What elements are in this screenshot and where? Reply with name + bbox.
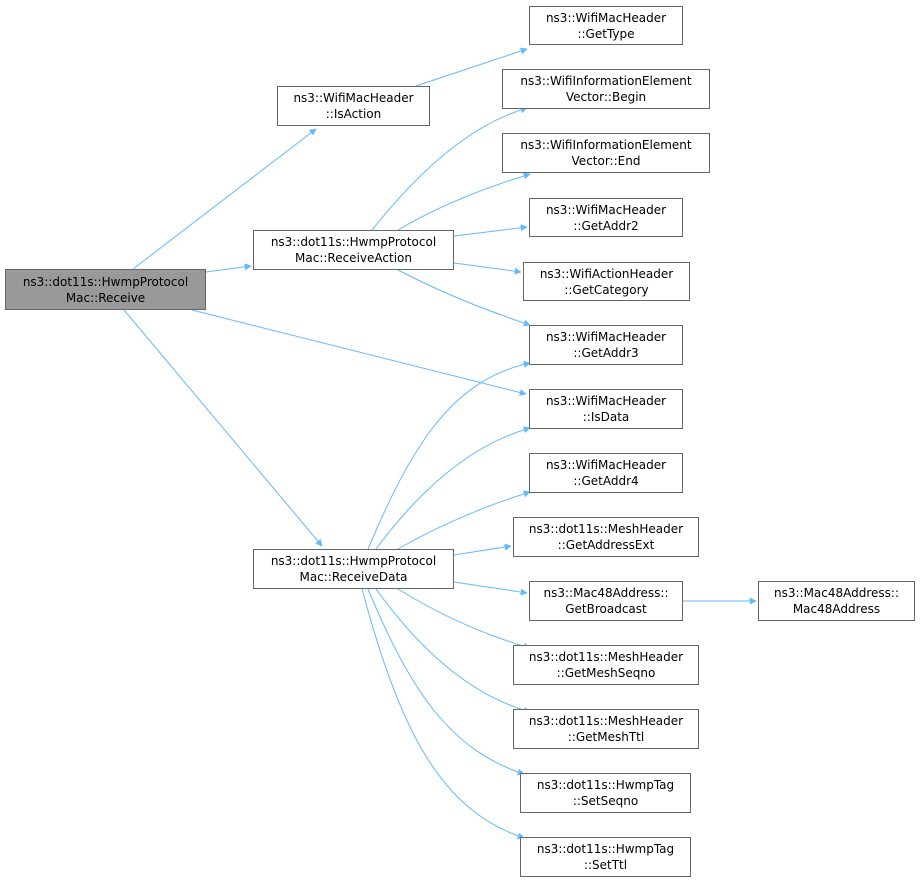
node-get-addr4-line2: ::GetAddr4: [573, 474, 639, 488]
node-set-seqno-line2: ::SetSeqno: [572, 794, 639, 808]
edge-receive-data-to-is-data: [375, 426, 531, 550]
node-get-address-ext[interactable]: ns3::dot11s::MeshHeader ::GetAddressExt: [513, 517, 699, 557]
node-get-type-line1: ns3::WifiMacHeader: [545, 10, 667, 25]
edge-receive-action-to-ie-begin: [371, 106, 528, 231]
node-mac48-ctor[interactable]: ns3::Mac48Address:: Mac48Address: [758, 581, 915, 621]
node-is-data-line1: ns3::WifiMacHeader: [545, 394, 667, 408]
node-get-mesh-seqno-line2: ::GetMeshSeqno: [556, 666, 656, 680]
edge-receive-to-receive-data: [123, 309, 323, 547]
edge-is-action-to-get-type: [415, 47, 528, 87]
node-receive-data-line1: ns3::dot11s::HwmpProtocol: [270, 554, 437, 568]
node-receive-line1: ns3::dot11s::HwmpProtocol: [22, 274, 189, 289]
edge-receive-action-to-ie-end: [397, 172, 531, 231]
node-get-mesh-ttl[interactable]: ns3::dot11s::MeshHeader ::GetMeshTtl: [513, 709, 699, 749]
node-get-address-ext-line2: ::GetAddressExt: [557, 538, 655, 552]
node-ie-end[interactable]: ns3::WifiInformationElement Vector::End: [502, 133, 710, 173]
node-mac48-ctor-line1: ns3::Mac48Address::: [773, 586, 900, 600]
node-get-mesh-ttl-line1: ns3::dot11s::MeshHeader: [528, 714, 684, 728]
edge-receive-data-to-get-mesh-ttl: [375, 588, 531, 714]
node-get-category-line2: ::GetCategory: [564, 282, 649, 297]
edge-receive-action-to-get-addr3: [397, 269, 531, 327]
node-get-mesh-ttl-line2: ::GetMeshTtl: [567, 730, 645, 744]
node-is-data-line2: ::IsData: [582, 410, 630, 424]
edge-receive-to-is-action: [132, 128, 317, 270]
node-ie-begin-line1: ns3::WifiInformationElement: [520, 74, 692, 88]
node-mac48-ctor-line2: Mac48Address: [792, 602, 881, 616]
node-get-addr4[interactable]: ns3::WifiMacHeader ::GetAddr4: [529, 453, 683, 493]
edge-receive-data-to-get-addr4: [397, 490, 531, 550]
node-is-action[interactable]: ns3::WifiMacHeader ::IsAction: [277, 86, 430, 126]
node-set-ttl[interactable]: ns3::dot11s::HwmpTag ::SetTtl: [520, 837, 691, 877]
node-set-seqno-line1: ns3::dot11s::HwmpTag: [536, 778, 675, 792]
node-get-type-line2: ::GetType: [577, 26, 635, 41]
node-get-addr3-line2: ::GetAddr3: [573, 346, 639, 360]
node-receive-line2: Mac::Receive: [65, 290, 146, 305]
node-is-data[interactable]: ns3::WifiMacHeader ::IsData: [529, 389, 683, 429]
node-set-ttl-line2: ::SetTtl: [583, 858, 628, 872]
edge-receive-data-to-get-address-ext: [453, 543, 512, 556]
node-set-ttl-line1: ns3::dot11s::HwmpTag: [536, 842, 675, 856]
node-get-addr2[interactable]: ns3::WifiMacHeader ::GetAddr2: [529, 198, 683, 237]
edge-receive-to-is-data: [191, 309, 527, 396]
edge-receive-data-to-set-seqno: [367, 588, 525, 776]
node-receive: ns3::dot11s::HwmpProtocol Mac::Receive: [5, 269, 206, 310]
edge-receive-action-to-get-category: [453, 262, 522, 275]
node-receive-data-line2: Mac::ReceiveData: [299, 570, 408, 584]
node-get-mesh-seqno-line1: ns3::dot11s::MeshHeader: [528, 650, 684, 664]
node-get-addr3[interactable]: ns3::WifiMacHeader ::GetAddr3: [529, 325, 683, 365]
edge-receive-data-to-set-ttl: [361, 588, 525, 840]
node-receive-action[interactable]: ns3::dot11s::HwmpProtocol Mac::ReceiveAc…: [253, 230, 454, 270]
node-receive-action-line2: Mac::ReceiveAction: [295, 251, 412, 265]
node-is-action-line1: ns3::WifiMacHeader: [293, 91, 414, 105]
edge-receive-to-receive-action: [205, 263, 252, 273]
node-ie-end-line1: ns3::WifiInformationElement: [520, 138, 692, 152]
node-get-addr2-line1: ns3::WifiMacHeader: [545, 202, 667, 217]
node-receive-data[interactable]: ns3::dot11s::HwmpProtocol Mac::ReceiveDa…: [253, 549, 454, 589]
node-get-broadcast-line1: ns3::Mac48Address::: [543, 586, 669, 600]
node-get-category-line1: ns3::WifiActionHeader: [539, 266, 674, 281]
node-receive-action-line1: ns3::dot11s::HwmpProtocol: [270, 235, 437, 249]
node-get-addr3-line1: ns3::WifiMacHeader: [545, 330, 667, 344]
node-ie-end-line2: Vector::End: [571, 154, 641, 168]
node-get-addr4-line1: ns3::WifiMacHeader: [545, 458, 667, 472]
node-set-seqno[interactable]: ns3::dot11s::HwmpTag ::SetSeqno: [520, 773, 691, 813]
node-get-addr2-line2: ::GetAddr2: [573, 218, 639, 233]
edge-receive-action-to-get-addr2: [453, 224, 528, 237]
node-get-broadcast-line2: GetBroadcast: [565, 602, 647, 616]
node-ie-begin-line2: Vector::Begin: [565, 90, 647, 104]
edge-receive-data-to-get-mesh-seqno: [397, 588, 531, 650]
edge-receive-data-to-get-broadcast: [453, 581, 528, 596]
edge-receive-data-to-get-addr3: [367, 360, 531, 550]
node-get-category[interactable]: ns3::WifiActionHeader ::GetCategory: [523, 262, 690, 301]
node-get-mesh-seqno[interactable]: ns3::dot11s::MeshHeader ::GetMeshSeqno: [513, 645, 699, 685]
node-get-type[interactable]: ns3::WifiMacHeader ::GetType: [529, 6, 683, 45]
node-get-address-ext-line1: ns3::dot11s::MeshHeader: [528, 522, 684, 536]
node-get-broadcast[interactable]: ns3::Mac48Address:: GetBroadcast: [529, 581, 683, 621]
node-is-action-line2: ::IsAction: [325, 107, 382, 121]
node-ie-begin[interactable]: ns3::WifiInformationElement Vector::Begi…: [502, 69, 710, 109]
